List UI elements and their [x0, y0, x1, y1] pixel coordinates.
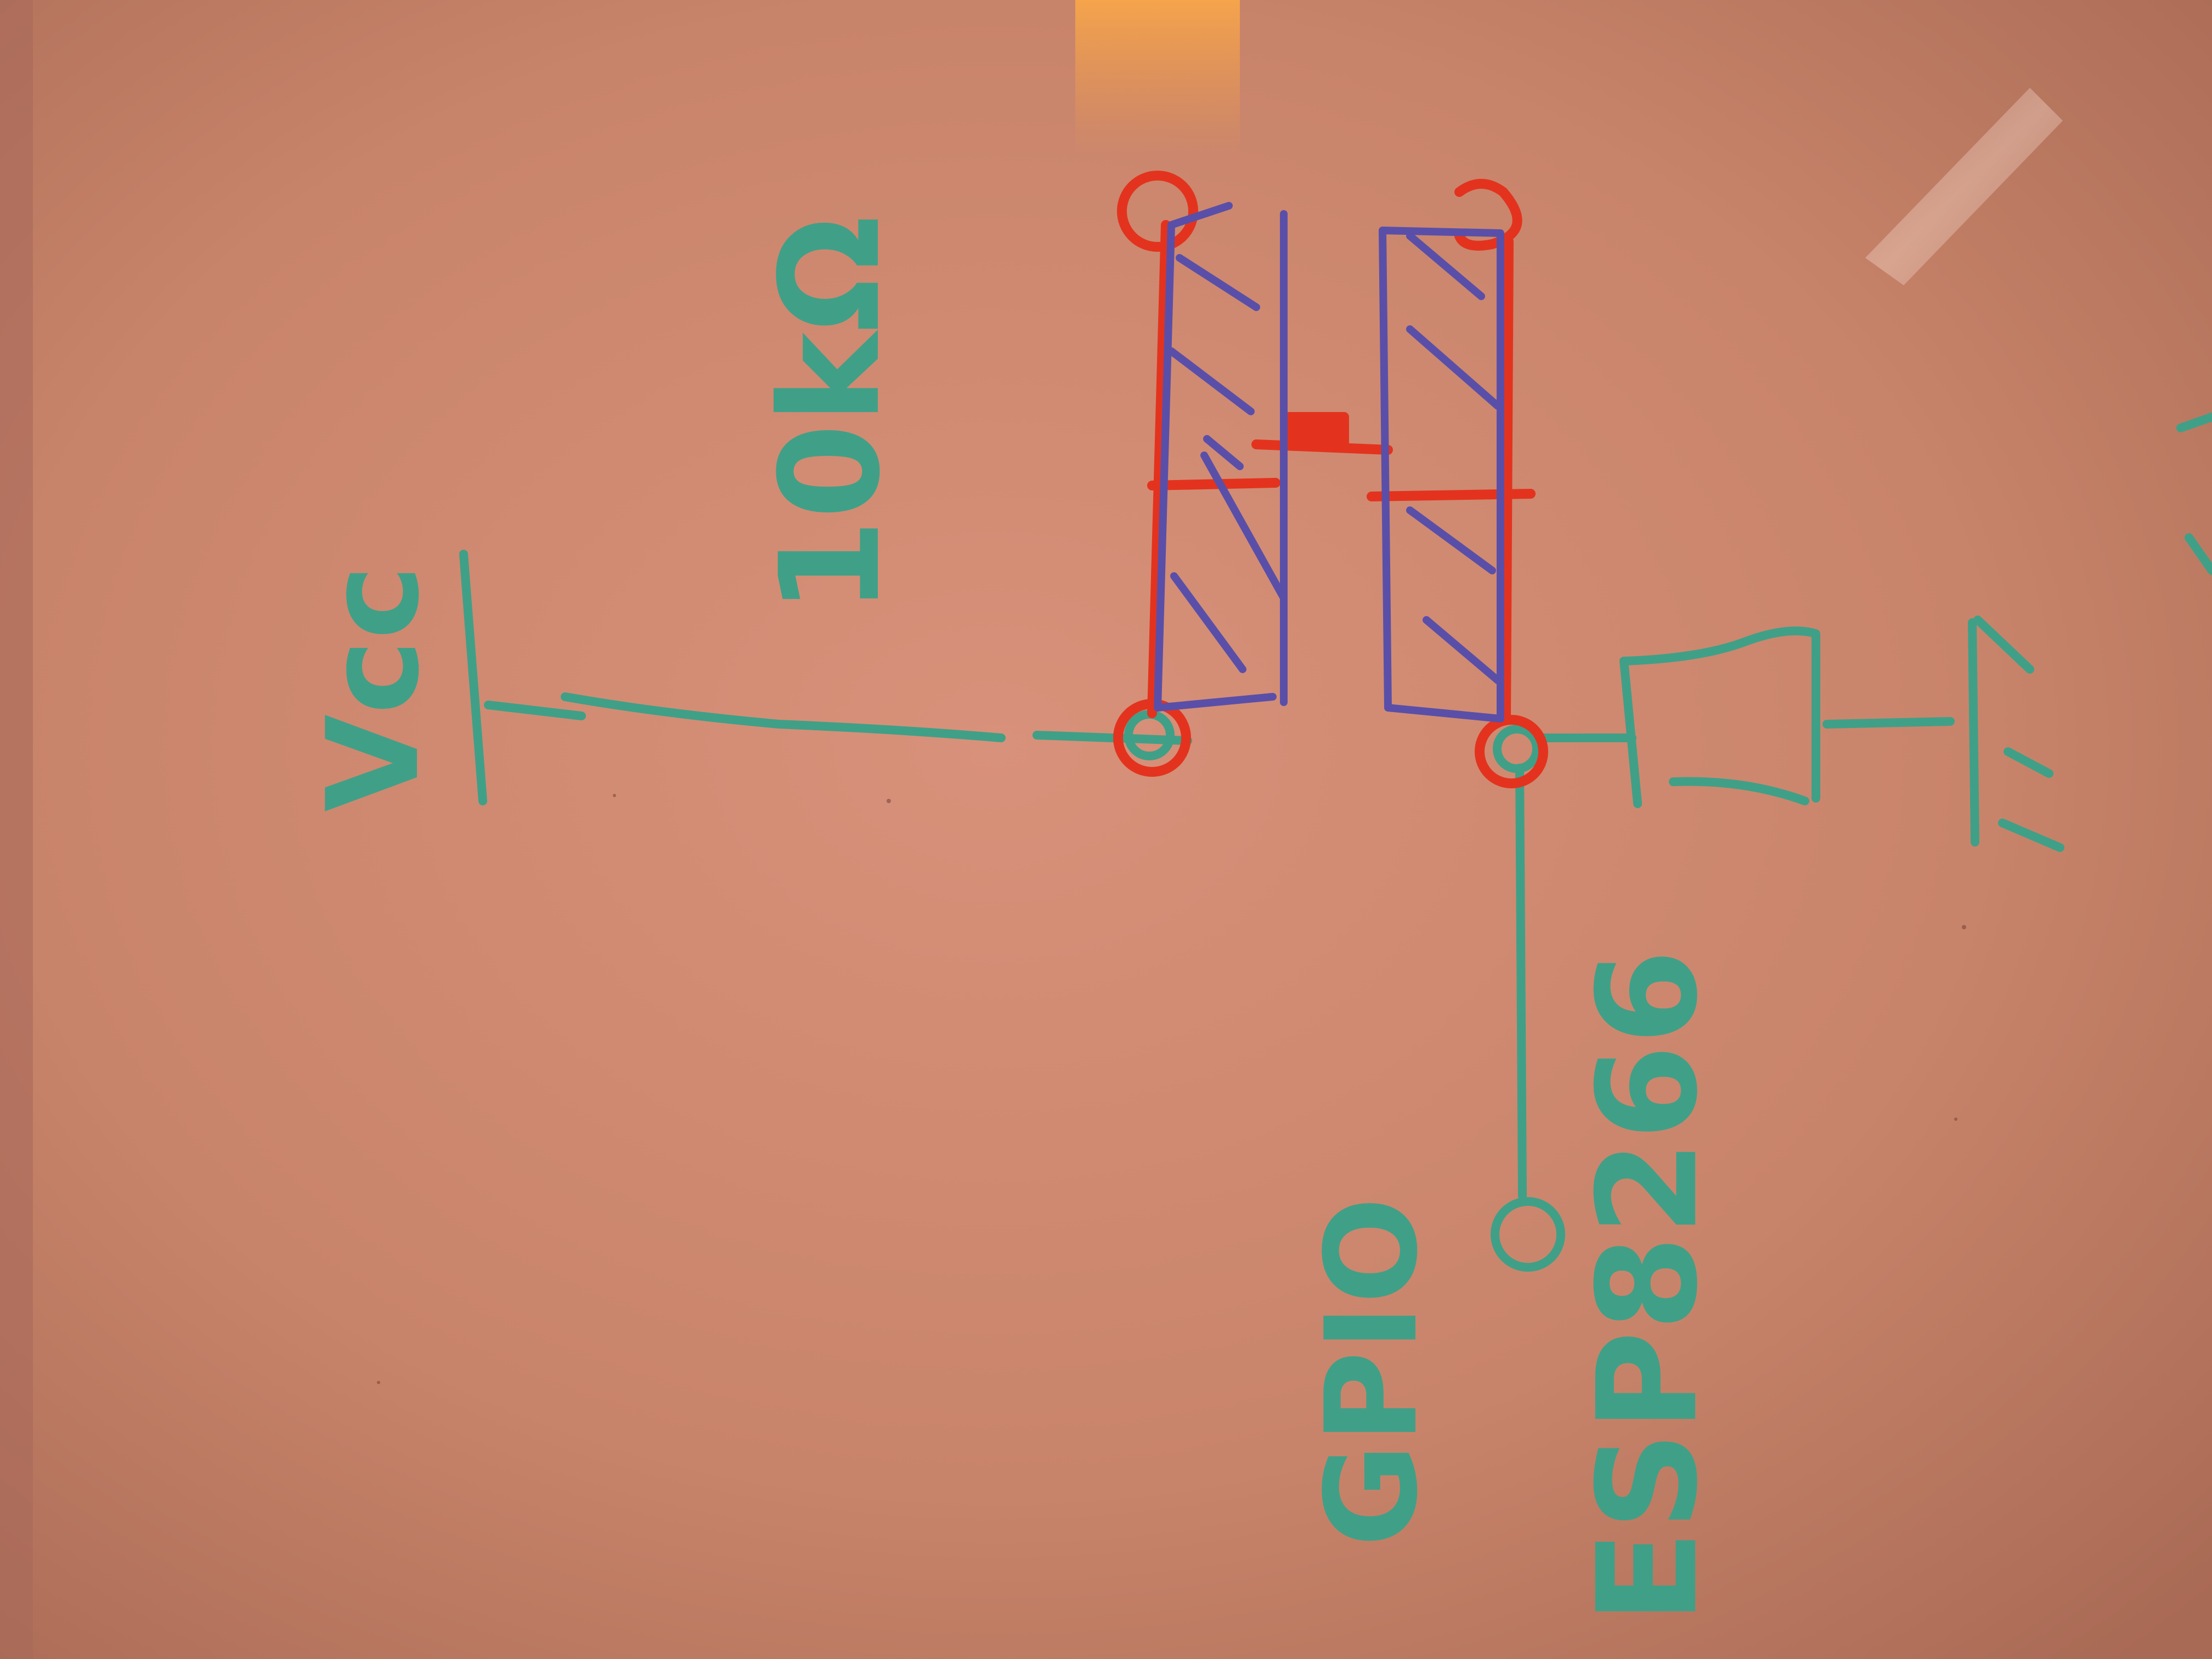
ground-bar-1 — [1968, 618, 1979, 847]
left-pad-mid — [1147, 478, 1280, 490]
board-left-edge — [0, 0, 33, 1659]
wire-to-gpio — [1515, 764, 1527, 1200]
vcc-stub — [484, 701, 586, 720]
esp-chip-label: ESP8266 — [1568, 949, 1728, 1624]
resistor-value-label: 10kΩ — [751, 216, 910, 614]
cap-top — [1620, 627, 1820, 803]
edge-fragment-1 — [2176, 413, 2212, 432]
top-left-pin — [1117, 171, 1198, 252]
left-node — [1113, 699, 1191, 777]
green-ink — [459, 413, 2212, 1272]
center-blob — [1284, 412, 1349, 449]
wire-vcc-to-resistor — [561, 692, 1006, 742]
board-specks — [377, 794, 1966, 1384]
ground-bar-2 — [1973, 616, 2034, 674]
vcc-bar — [459, 550, 487, 805]
right-node-scribble — [1493, 725, 1541, 773]
ground-bar-4 — [1998, 819, 2064, 852]
window-sheen — [1865, 88, 2063, 285]
gpio-label: GPIO — [1299, 1197, 1446, 1547]
right-node — [1475, 715, 1548, 788]
edge-fragment-2 — [2185, 533, 2212, 575]
vcc-label: Vcc — [301, 565, 447, 812]
wire-to-left-node — [1032, 731, 1192, 745]
cap-left-plate — [1620, 657, 1642, 808]
right-pad-outline — [1501, 236, 1514, 724]
gpio-terminal — [1491, 1197, 1565, 1272]
blue-ink — [1154, 202, 1504, 723]
ground-bar-3 — [2004, 747, 2053, 778]
ceiling-light-glare — [1075, 0, 1240, 154]
top-right-pin — [1454, 179, 1522, 251]
cap-bottom — [1669, 777, 1809, 805]
left-pad-box — [1154, 202, 1277, 712]
left-pad-outline — [1147, 220, 1171, 718]
right-pad-mid — [1367, 489, 1536, 501]
wire-to-ground — [1822, 717, 1955, 729]
right-pad-box — [1379, 227, 1504, 723]
